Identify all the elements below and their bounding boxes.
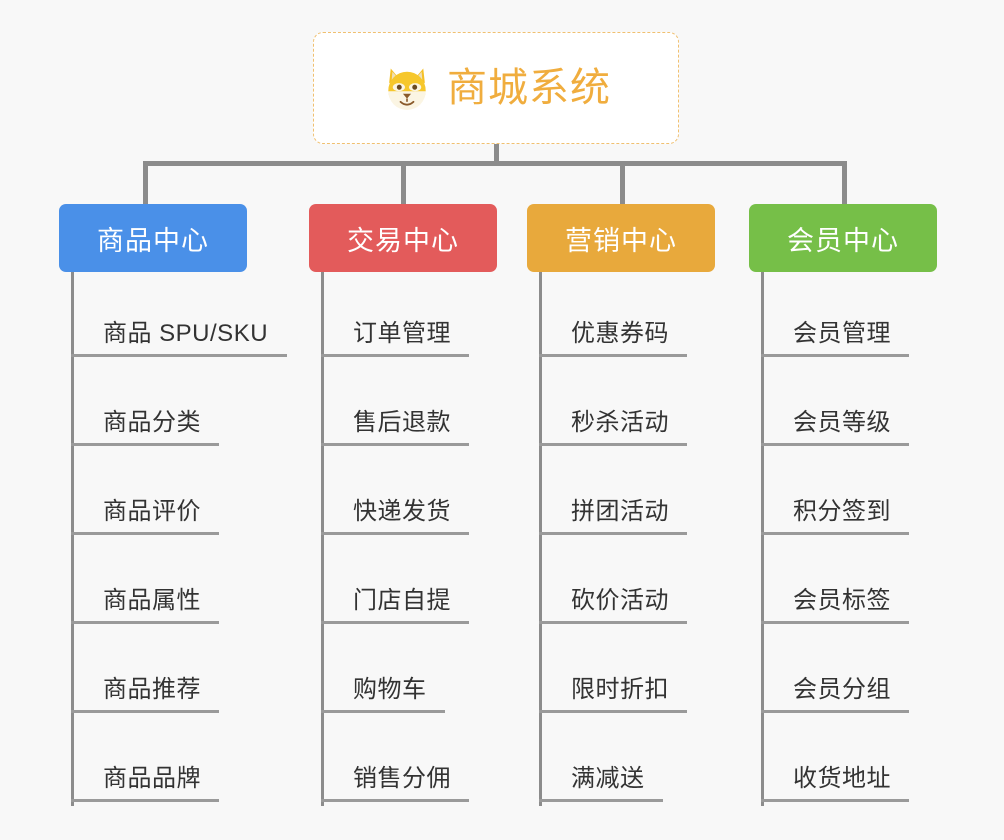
leaf-rule bbox=[321, 354, 469, 357]
leaf-label: 商品属性 bbox=[103, 587, 201, 614]
root-node[interactable]: 商城系统 bbox=[313, 32, 679, 144]
category-header-2[interactable]: 交易中心 bbox=[309, 204, 497, 272]
leaf-label: 限时折扣 bbox=[571, 676, 669, 703]
leaf-rule bbox=[539, 354, 687, 357]
category-title-4: 会员中心 bbox=[787, 225, 899, 256]
leaf-rule bbox=[71, 710, 219, 713]
leaf-rule bbox=[321, 443, 469, 446]
leaf-label: 满减送 bbox=[571, 765, 645, 792]
leaf-label: 会员等级 bbox=[793, 409, 891, 436]
leaf-label: 商品品牌 bbox=[103, 765, 201, 792]
leaf-rule bbox=[71, 621, 219, 624]
leaf-rule bbox=[539, 532, 687, 535]
leaf-label: 商品推荐 bbox=[103, 676, 201, 703]
leaf-rule bbox=[321, 621, 469, 624]
leaf-label: 秒杀活动 bbox=[571, 409, 669, 436]
branch-column-2: 交易中心 订单管理 售后退款 快递发货 门店自提 购物车 销售分佣 bbox=[309, 204, 497, 806]
leaf-rule bbox=[539, 443, 687, 446]
leaf-rule bbox=[761, 710, 909, 713]
leaf-rule bbox=[761, 799, 909, 802]
leaf-label: 优惠券码 bbox=[571, 320, 669, 347]
leaf-rule bbox=[539, 710, 687, 713]
leaf-label: 商品分类 bbox=[103, 409, 201, 436]
leaf-label: 砍价活动 bbox=[571, 587, 669, 614]
spine-4 bbox=[761, 272, 764, 806]
root-title: 商城系统 bbox=[447, 66, 611, 110]
connector-drop-4 bbox=[842, 161, 847, 205]
leaf-label: 订单管理 bbox=[353, 320, 451, 347]
leaf-rule bbox=[71, 799, 219, 802]
branch-column-3: 营销中心 优惠券码 秒杀活动 拼团活动 砍价活动 限时折扣 满减送 bbox=[527, 204, 715, 806]
leaf-label: 商品 SPU/SKU bbox=[103, 320, 269, 347]
spine-3 bbox=[539, 272, 542, 806]
leaf-label: 会员管理 bbox=[793, 320, 891, 347]
leaf-rule bbox=[539, 799, 663, 802]
leaf-label: 积分签到 bbox=[793, 498, 891, 525]
spine-2 bbox=[321, 272, 324, 806]
leaf-rule bbox=[761, 621, 909, 624]
category-header-1[interactable]: 商品中心 bbox=[59, 204, 247, 272]
leaf-rule bbox=[761, 354, 909, 357]
leaf-rule bbox=[321, 532, 469, 535]
leaf-rule bbox=[539, 621, 687, 624]
category-title-1: 商品中心 bbox=[97, 225, 209, 256]
category-header-3[interactable]: 营销中心 bbox=[527, 204, 715, 272]
leaf-label: 门店自提 bbox=[353, 587, 451, 614]
spine-1 bbox=[71, 272, 74, 806]
branch-column-1: 商品中心 商品 SPU/SKU 商品分类 商品评价 商品属性 商品推荐 商品品牌 bbox=[59, 204, 287, 806]
leaf-rule bbox=[71, 443, 219, 446]
leaf-label: 快递发货 bbox=[353, 498, 451, 525]
leaf-rule bbox=[321, 799, 469, 802]
leaf-label: 售后退款 bbox=[353, 409, 451, 436]
connector-root-stem bbox=[494, 144, 499, 164]
leaf-label: 商品评价 bbox=[103, 498, 201, 525]
leaf-rule bbox=[761, 443, 909, 446]
connector-horizontal-bus bbox=[143, 161, 847, 166]
shiba-dog-face-icon bbox=[381, 62, 433, 114]
leaf-rule bbox=[321, 710, 445, 713]
leaf-label: 销售分佣 bbox=[353, 765, 451, 792]
leaf-label: 拼团活动 bbox=[571, 498, 669, 525]
leaf-rule bbox=[761, 532, 909, 535]
leaf-rule bbox=[71, 532, 219, 535]
leaf-label: 收货地址 bbox=[793, 765, 891, 792]
leaf-rule bbox=[71, 354, 287, 357]
leaf-label: 购物车 bbox=[353, 676, 427, 703]
connector-drop-1 bbox=[143, 161, 148, 205]
category-title-2: 交易中心 bbox=[347, 225, 459, 256]
category-title-3: 营销中心 bbox=[565, 225, 677, 256]
category-header-4[interactable]: 会员中心 bbox=[749, 204, 937, 272]
leaf-label: 会员标签 bbox=[793, 587, 891, 614]
leaf-label: 会员分组 bbox=[793, 676, 891, 703]
branch-column-4: 会员中心 会员管理 会员等级 积分签到 会员标签 会员分组 收货地址 bbox=[749, 204, 937, 806]
connector-drop-2 bbox=[401, 161, 406, 205]
connector-drop-3 bbox=[620, 161, 625, 205]
